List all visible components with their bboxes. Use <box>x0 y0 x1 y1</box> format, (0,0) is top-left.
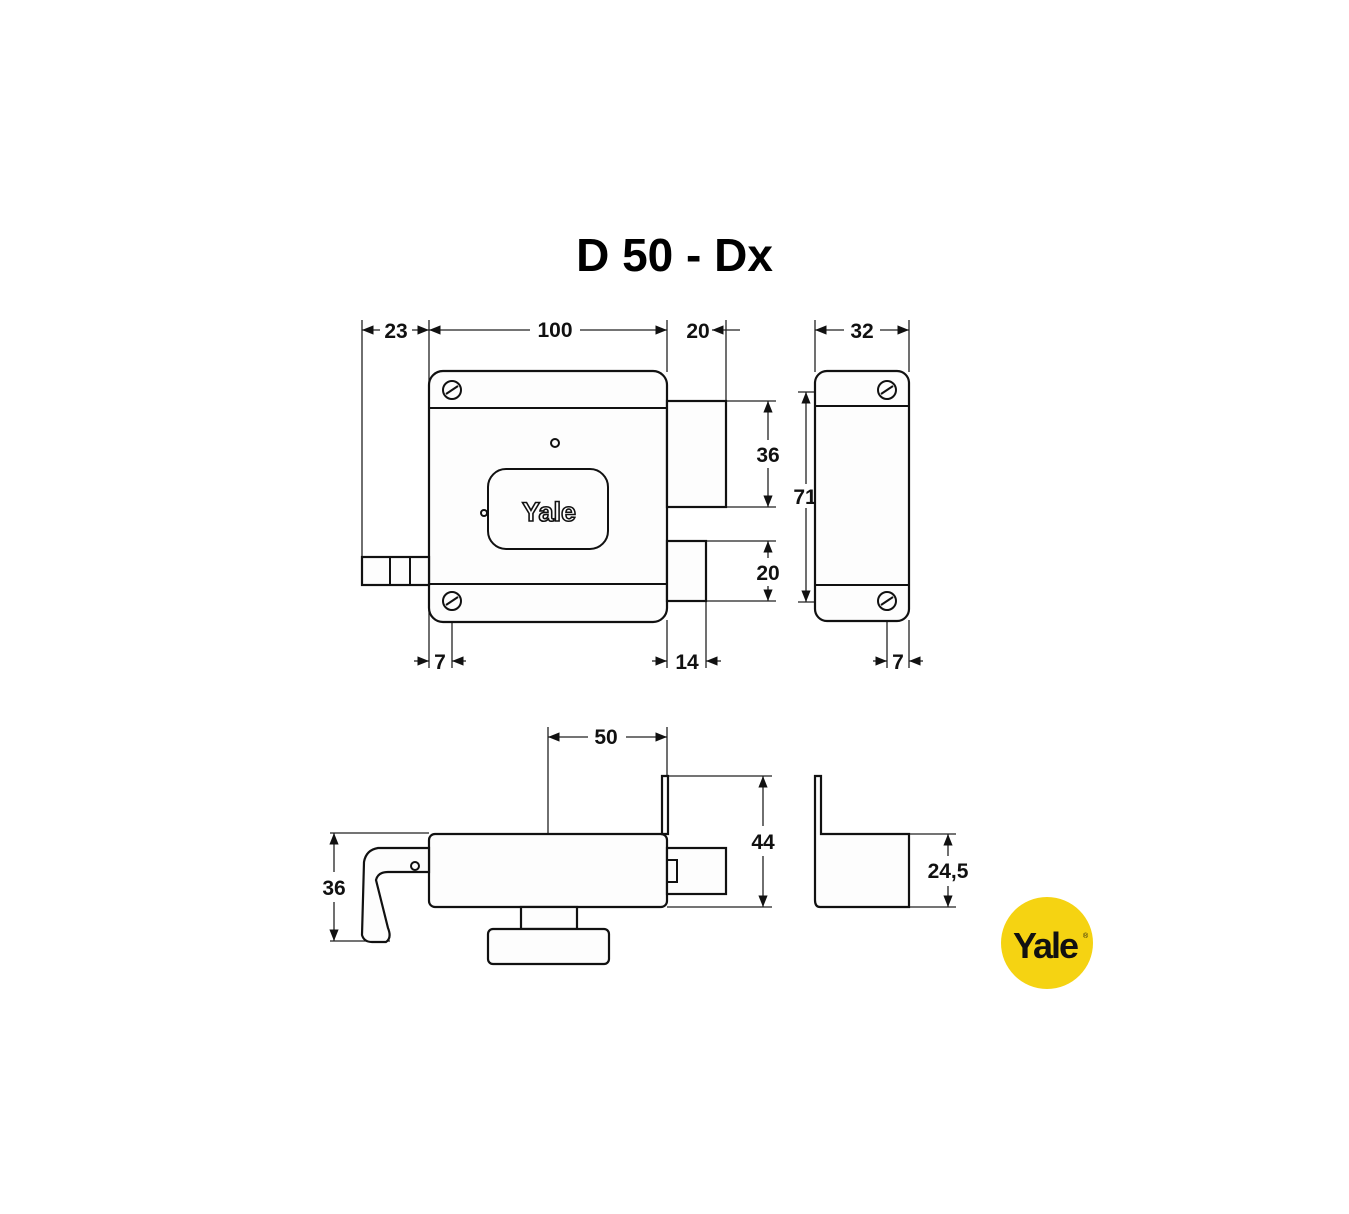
dim-case-width: 100 <box>429 319 667 342</box>
dim-keeper-height: 44 <box>751 776 775 907</box>
side-case <box>813 369 911 623</box>
dim-inner-height: 71 <box>793 392 817 602</box>
bottom-latch <box>665 846 728 896</box>
svg-text:36: 36 <box>756 444 779 467</box>
cylinder-knob <box>486 905 611 966</box>
svg-text:20: 20 <box>756 562 779 585</box>
svg-text:24,5: 24,5 <box>928 860 969 883</box>
dim-side-screw-offset: 7 <box>873 651 923 674</box>
svg-text:7: 7 <box>892 651 904 674</box>
page-title: D 50 - Dx <box>576 229 773 281</box>
dim-lower-bolt-projection: 14 <box>652 651 721 674</box>
lever-handle <box>360 846 431 944</box>
dim-latch-height: 36 <box>756 401 780 507</box>
lower-bolt <box>665 539 708 603</box>
keeper-bracket <box>660 774 670 836</box>
dim-left-screw-offset: 7 <box>414 651 466 674</box>
svg-text:Yale: Yale <box>1013 925 1078 966</box>
svg-text:44: 44 <box>751 831 775 854</box>
bottom-case <box>427 832 669 909</box>
svg-text:23: 23 <box>384 320 407 343</box>
plate-logo: Yale <box>487 468 609 550</box>
svg-text:50: 50 <box>594 726 617 749</box>
svg-text:7: 7 <box>434 651 446 674</box>
dim-cylinder-offset: 50 <box>548 726 667 749</box>
latch-bolt <box>665 399 728 509</box>
bottom-view: 50 44 36 24,5 <box>322 726 969 966</box>
svg-text:Yale: Yale <box>522 497 576 527</box>
side-view: 32 71 85 7 <box>793 320 923 674</box>
dim-strike-height: 24,5 <box>928 834 969 907</box>
svg-text:®: ® <box>1083 932 1089 940</box>
yale-logo: Yale ® <box>1001 897 1093 989</box>
strike-plate <box>813 774 911 909</box>
svg-text:36: 36 <box>322 877 345 900</box>
svg-text:71: 71 <box>793 486 817 509</box>
svg-text:20: 20 <box>686 320 709 343</box>
dim-handle-height: 36 <box>322 833 346 941</box>
lock-case <box>427 369 669 624</box>
dim-latch-projection: 20 <box>686 320 740 343</box>
dim-bolt-projection: 23 <box>362 320 429 343</box>
front-view: 23 100 20 36 20 7 14 <box>360 319 780 674</box>
svg-text:14: 14 <box>675 651 699 674</box>
dim-depth: 32 <box>815 320 909 343</box>
dim-lower-bolt-height: 20 <box>756 541 780 601</box>
dead-bolt <box>360 555 431 587</box>
svg-text:32: 32 <box>850 320 873 343</box>
svg-text:100: 100 <box>537 319 572 342</box>
